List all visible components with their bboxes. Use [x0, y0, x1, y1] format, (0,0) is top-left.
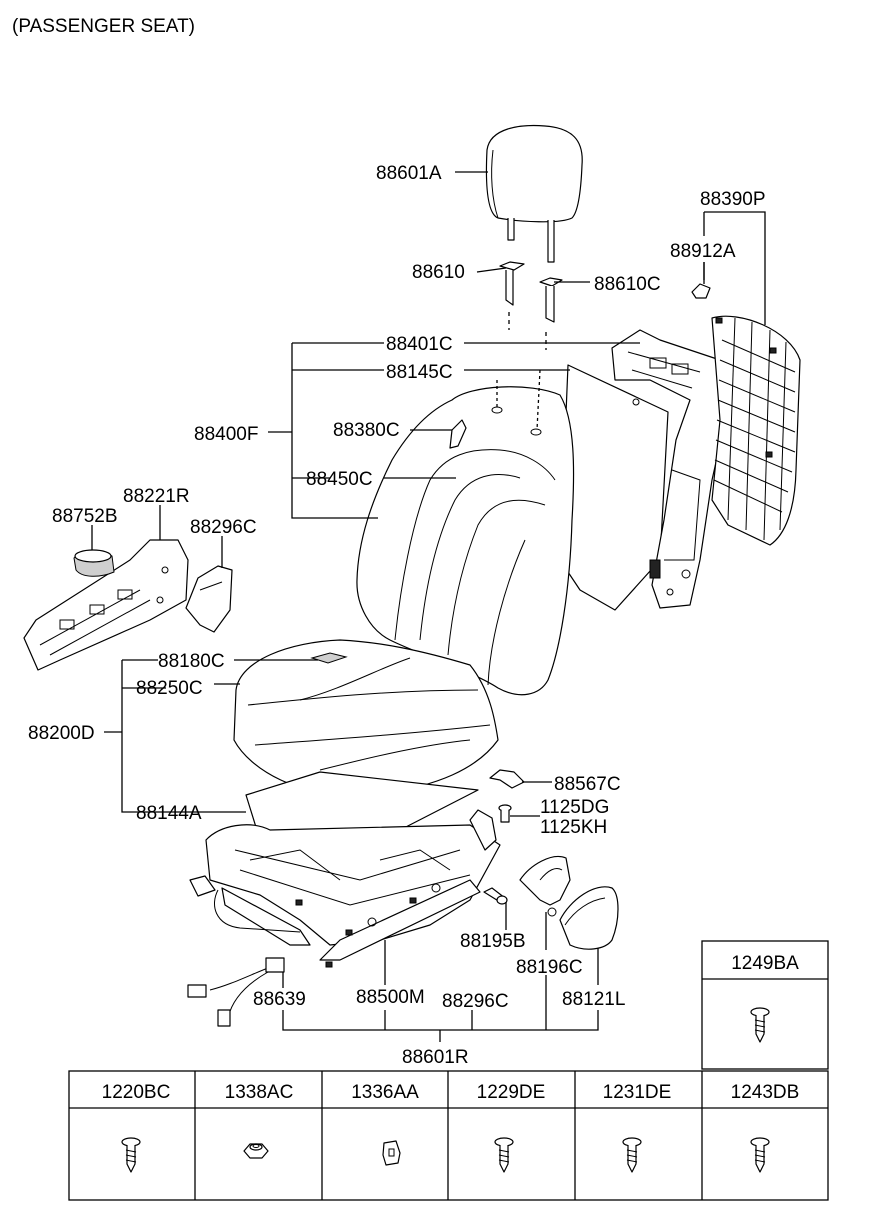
label-88296C-top[interactable]: 88296C [190, 517, 257, 538]
label-88601R[interactable]: 88601R [402, 1047, 469, 1068]
fastener-label-1231DE[interactable]: 1231DE [603, 1082, 672, 1103]
seat-track-assembly[interactable] [189, 809, 501, 968]
label-88450C[interactable]: 88450C [306, 469, 373, 490]
label-88380C[interactable]: 88380C [333, 420, 400, 441]
screw-icon [121, 1137, 141, 1173]
label-88296C-bottom[interactable]: 88296C [442, 991, 509, 1012]
bracket-88567C[interactable] [489, 769, 525, 789]
bolt-88195B[interactable] [483, 887, 508, 905]
label-88610C[interactable]: 88610C [594, 274, 661, 295]
seatback-cover[interactable] [356, 369, 575, 696]
label-88196C[interactable]: 88196C [516, 957, 583, 978]
label-88752B[interactable]: 88752B [52, 506, 118, 527]
fastener-label-1338AC[interactable]: 1338AC [225, 1082, 294, 1103]
fastener-table: 1249BA 1220BC 1338AC 1336AA 1229DE 1231D… [68, 940, 829, 1201]
label-88144A[interactable]: 88144A [136, 803, 202, 824]
label-88912A[interactable]: 88912A [670, 241, 736, 262]
wiring-harness[interactable] [187, 957, 285, 1027]
knob-88752B[interactable] [73, 549, 115, 577]
screw-icon [750, 1137, 770, 1173]
fastener-label-1220BC[interactable]: 1220BC [102, 1082, 171, 1103]
screw-icon [494, 1137, 514, 1173]
fastener-label-1249BA[interactable]: 1249BA [731, 953, 799, 974]
label-88567C[interactable]: 88567C [554, 774, 621, 795]
label-88145C[interactable]: 88145C [386, 362, 453, 383]
seatback-wire-mat[interactable] [711, 315, 801, 546]
label-1125KH[interactable]: 1125KH [540, 817, 607, 838]
fastener-label-1243DB[interactable]: 1243DB [731, 1082, 800, 1103]
fastener-label-1336AA[interactable]: 1336AA [351, 1082, 419, 1103]
label-88221R[interactable]: 88221R [123, 486, 190, 507]
nut-icon [243, 1143, 269, 1159]
lever-88196C[interactable] [519, 856, 571, 917]
clip-nut-icon [382, 1140, 401, 1166]
label-88610[interactable]: 88610 [412, 262, 465, 283]
headrest-guide-left[interactable] [499, 261, 525, 330]
label-88195B[interactable]: 88195B [460, 931, 526, 952]
label-88121L[interactable]: 88121L [562, 989, 625, 1010]
seatback-frame[interactable] [611, 329, 731, 609]
seat-cushion-pad[interactable] [233, 639, 499, 796]
headrest-guide-right[interactable] [539, 277, 563, 350]
label-88639[interactable]: 88639 [253, 989, 306, 1010]
leader-lines [91, 171, 766, 1042]
screw-icon [622, 1137, 642, 1173]
label-88390P[interactable]: 88390P [700, 189, 766, 210]
label-88401C[interactable]: 88401C [386, 334, 453, 355]
screw-icon [750, 1007, 770, 1043]
label-88250C[interactable]: 88250C [136, 678, 203, 699]
label-88601A[interactable]: 88601A [376, 163, 442, 184]
cover-88296C-top[interactable] [185, 565, 233, 633]
bolt-1125DG[interactable] [498, 804, 512, 823]
label-88180C[interactable]: 88180C [158, 651, 225, 672]
label-88400F[interactable]: 88400F [194, 424, 258, 445]
part-labels: 88601A 88390P 88912A 88610 88610C 88401C… [28, 163, 766, 1068]
label-1125DG[interactable]: 1125DG [540, 797, 609, 818]
fastener-label-1229DE[interactable]: 1229DE [477, 1082, 546, 1103]
diagram-title: (PASSENGER SEAT) [12, 16, 195, 37]
side-cover-88121L[interactable] [559, 886, 619, 950]
clip-88912A[interactable] [691, 262, 711, 299]
label-88500M[interactable]: 88500M [356, 987, 425, 1008]
headrest-illustration[interactable] [485, 124, 583, 263]
side-shield-88221R[interactable] [23, 539, 189, 671]
label-88200D[interactable]: 88200D [28, 723, 95, 744]
